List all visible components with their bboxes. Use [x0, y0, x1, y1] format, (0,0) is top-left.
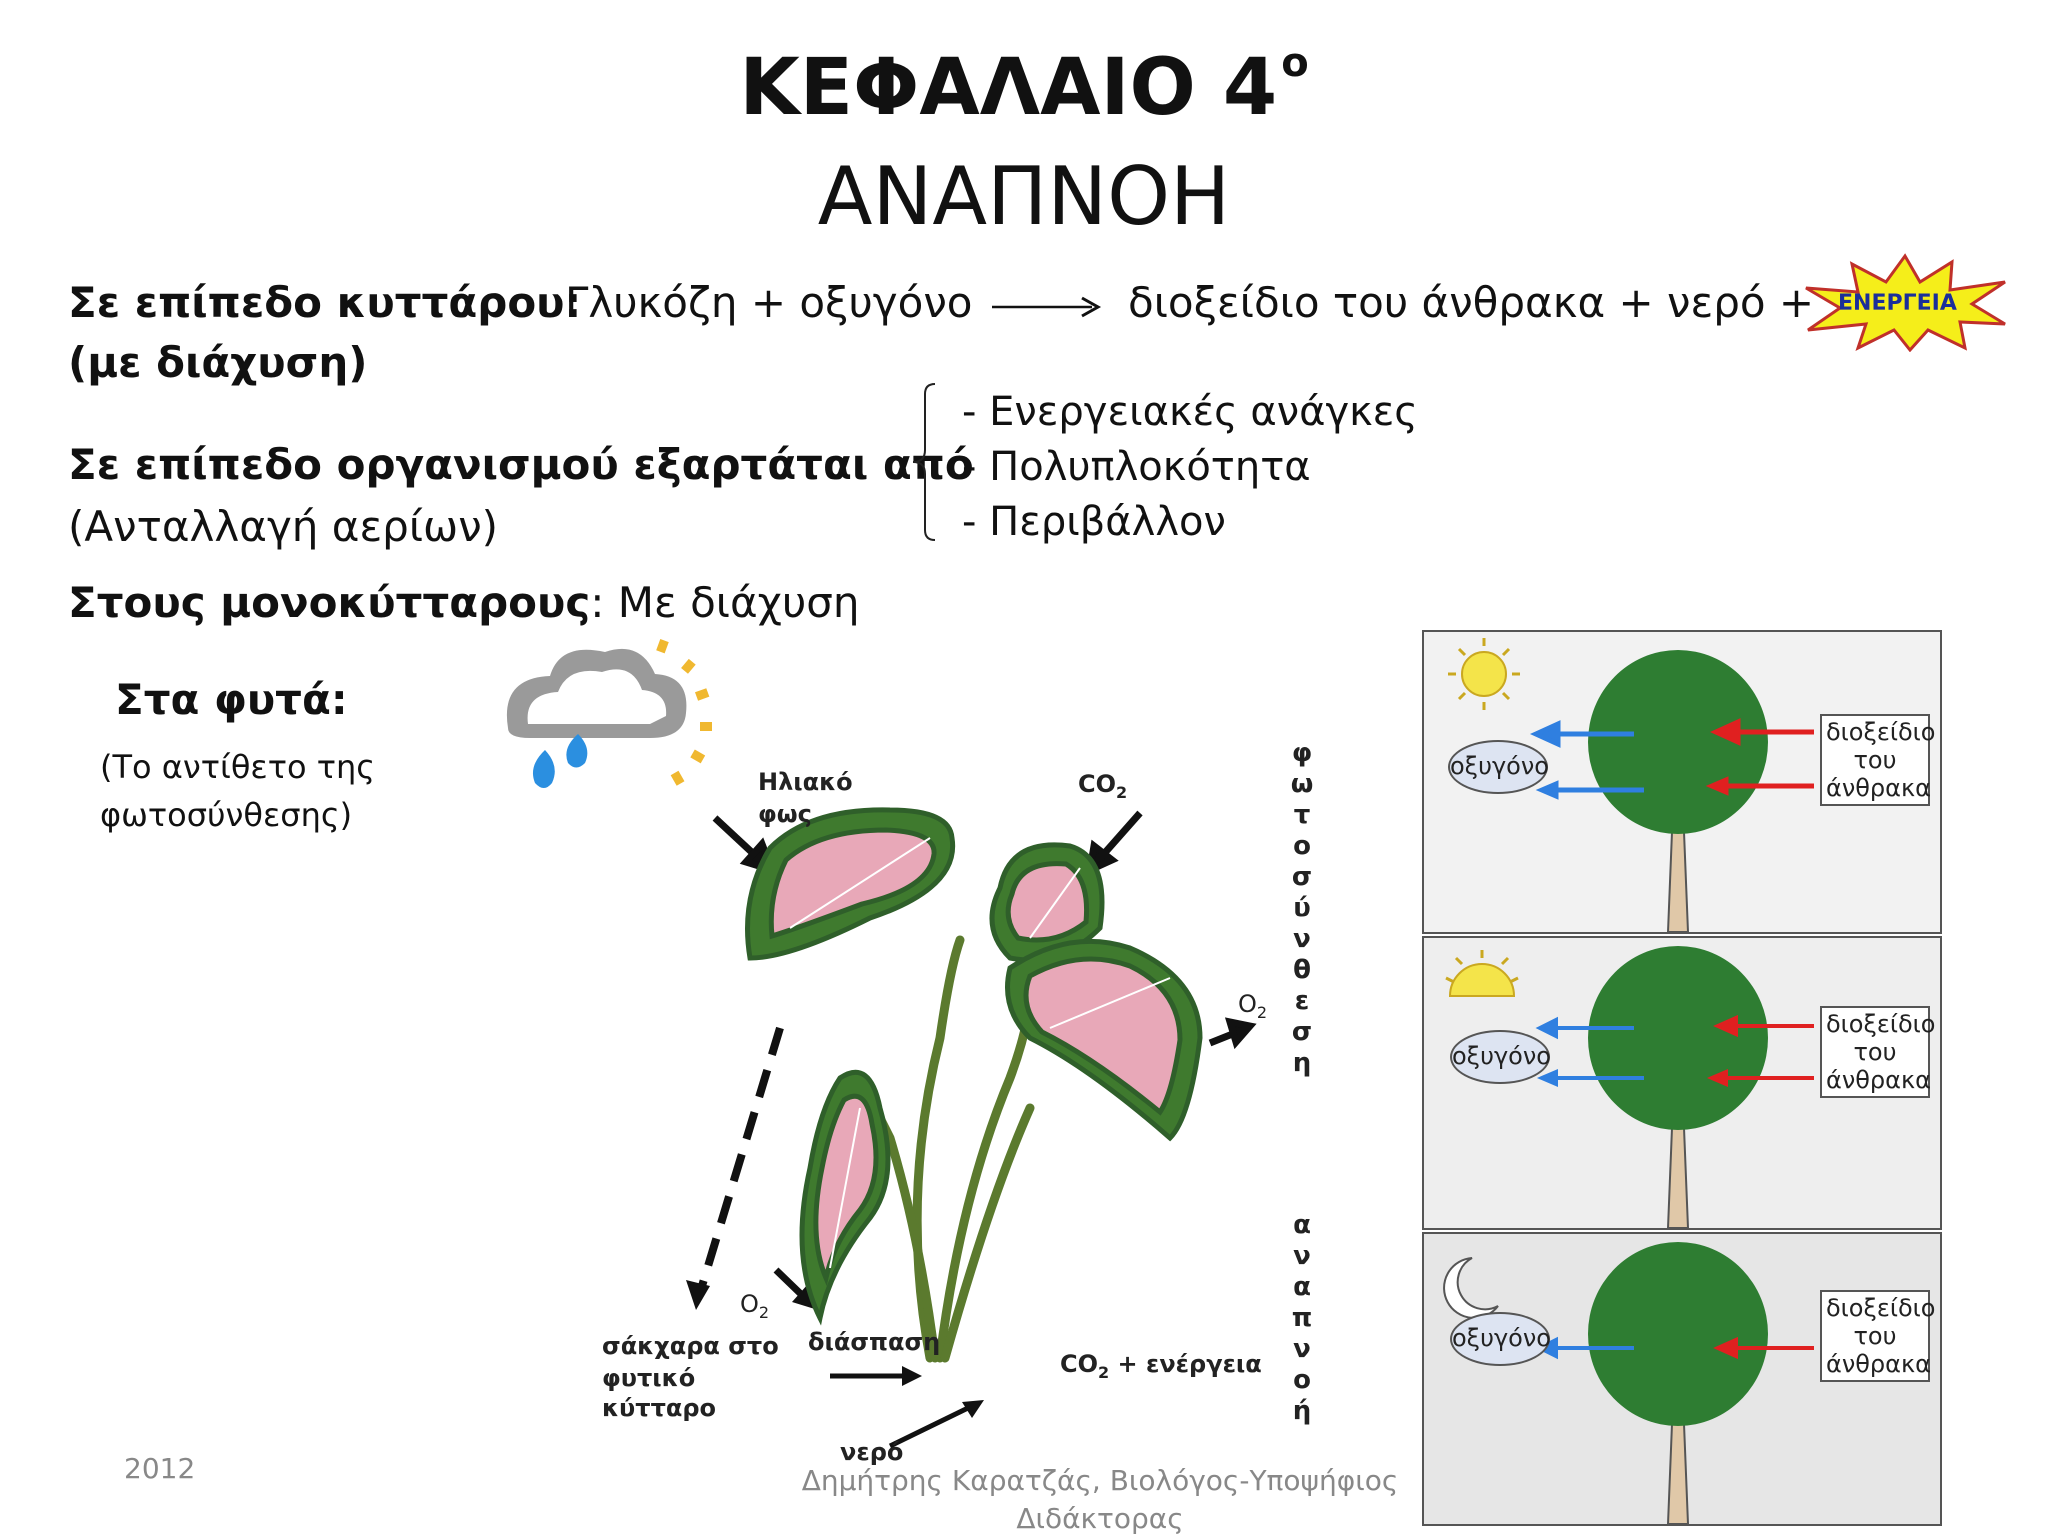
plants-label: Στα φυτά: [115, 675, 348, 724]
co2-arrows-icon [1706, 1014, 1814, 1088]
chapter-title-superscript: ο [1281, 40, 1309, 86]
footer-author: Δημήτρης Καρατζάς, Βιολόγος-Υποψήφιος Δι… [760, 1462, 1440, 1538]
oxygen-arrows-icon [1535, 1016, 1644, 1088]
cloud-rain-icon [506, 648, 687, 788]
tree-panel-graphics [1445, 946, 1814, 1228]
water-label: νερό [840, 1438, 904, 1466]
plants-note-line1: (Το αντίθετο της [100, 748, 376, 786]
tree-icon [1588, 946, 1768, 1228]
sunlight-label-line2: φως [758, 800, 812, 828]
cell-level-label: Σε επίπεδο κυττάρου: [68, 278, 582, 327]
sun-icon [1448, 638, 1520, 710]
factor-item: - Πολυπλοκότητα [962, 444, 1311, 490]
o2-breakdown-label: O2 [740, 1290, 770, 1322]
energy-burst-icon [1805, 253, 2006, 352]
tree-panel-graphics [1448, 638, 1814, 932]
organism-level-label: Σε επίπεδο οργανισμού εξαρτάται από [68, 440, 974, 489]
footer-year: 2012 [124, 1452, 196, 1485]
oxygen-arrows-icon [1529, 720, 1644, 800]
unicellular-text: : Με διάχυση [590, 578, 860, 627]
footer-author-line2: Διδάκτορας [1016, 1502, 1184, 1535]
factor-item: - Περιβάλλον [962, 499, 1226, 545]
organism-level-note: (Ανταλλαγή αερίων) [68, 502, 499, 551]
factor-item: - Ενεργειακές ανάγκες [962, 389, 1418, 435]
cell-level-note: (με διάχυση) [68, 338, 368, 387]
chapter-subtitle: ΑΝΑΠΝΟΗ [817, 150, 1231, 243]
oxygen-label: οξυγόνο [1448, 740, 1549, 794]
sunlight-label-line1: Ηλιακό [758, 768, 853, 796]
co2-arrows-icon [1713, 1336, 1814, 1360]
footer-author-line1: Δημήτρης Καρατζάς, Βιολόγος-Υποψήφιος [801, 1464, 1399, 1497]
setting-sun-icon [1445, 950, 1519, 997]
cell-level-products: διοξείδιο του άνθρακα + νερό + [1128, 278, 1815, 327]
reaction-arrow-icon [992, 296, 1102, 318]
tree-icon [1588, 1242, 1768, 1524]
cell-level-reactants: Γλυκόζη + οξυγόνο [565, 278, 973, 327]
co2-input-label: CO2 [1078, 770, 1128, 802]
breakdown-label: διάσπαση [808, 1328, 941, 1356]
plants-note-line2: φωτοσύνθεσης) [100, 796, 353, 834]
unicellular-label: Στους μονοκύτταρους [68, 578, 591, 627]
energy-badge-label: ΕΝΕΡΓΕΙΑ [1838, 291, 1957, 316]
oxygen-label: οξυγόνο [1450, 1030, 1551, 1084]
sun-rays-icon [656, 638, 712, 786]
oxygen-label: οξυγόνο [1450, 1312, 1551, 1366]
co2-energy-label: CO2 + ενέργεια [1060, 1350, 1262, 1382]
co2-arrows-icon [1705, 718, 1814, 796]
sugars-label-line3: κύτταρο [602, 1394, 717, 1422]
moon-icon [1443, 1257, 1499, 1319]
o2-output-label: O2 [1238, 990, 1268, 1022]
unicellular-line: Στους μονοκύτταρους: Με διάχυση [68, 578, 859, 627]
plant-respiration-diagram: Ηλιακό φως CO2 O2 O2 διάσπαση σάκχαρα στ… [490, 638, 1320, 1473]
sugars-label-line1: σάκχαρα στο [602, 1332, 779, 1360]
organism-factors-list: - Ενεργειακές ανάγκες - Πολυπλοκότητα - … [962, 385, 1418, 550]
plant-diagram-graphics [506, 638, 1257, 1449]
curly-brace-icon [912, 383, 936, 541]
sugars-label-line2: φυτικό [602, 1364, 696, 1392]
